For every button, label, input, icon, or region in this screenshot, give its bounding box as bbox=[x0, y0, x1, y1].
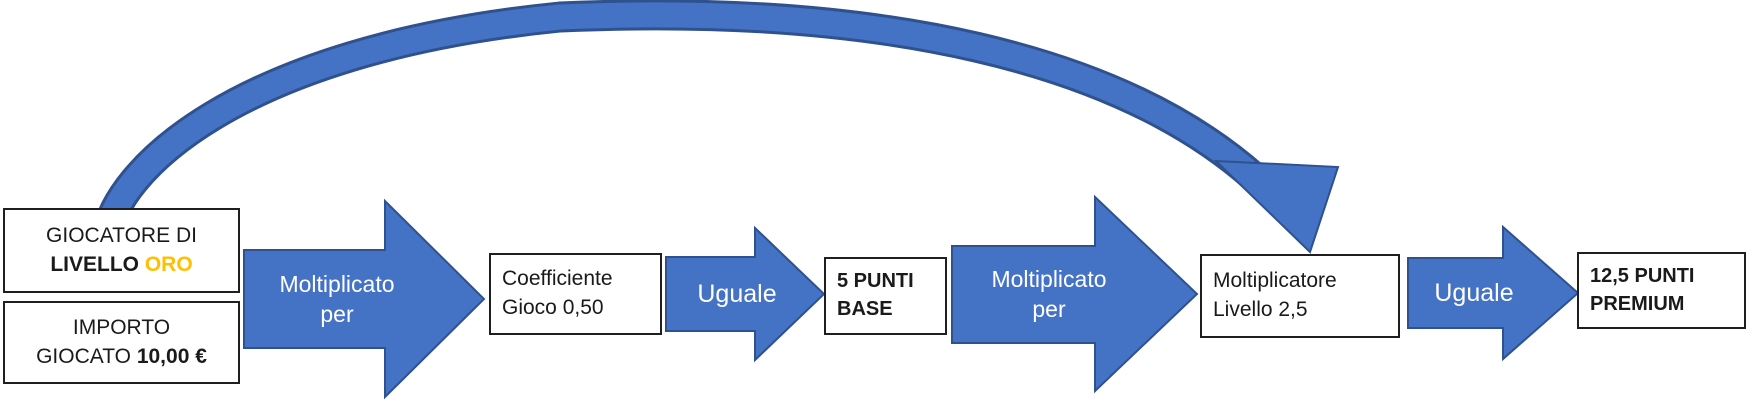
base-points-line2: BASE bbox=[837, 298, 893, 320]
amount-played-line1: IMPORTO bbox=[72, 315, 171, 339]
equals-arrow-2 bbox=[1407, 224, 1580, 362]
level-bonus-curved-arrow-fill bbox=[94, 2, 1264, 238]
premium-points-box: 12,5 PUNTI PREMIUM bbox=[1577, 252, 1746, 329]
level-multiplier-line2: Livello 2,5 bbox=[1213, 298, 1308, 321]
amount-played-line2: GIOCATO 10,00 € bbox=[36, 343, 207, 372]
player-level-box: GIOCATORE DI LIVELLO ORO bbox=[3, 208, 240, 293]
amount-played-label: GIOCATO bbox=[36, 344, 131, 368]
multiply-arrow-2 bbox=[951, 194, 1199, 394]
base-points-box: 5 PUNTI BASE bbox=[824, 257, 947, 335]
base-points-line1: 5 PUNTI bbox=[837, 270, 914, 293]
equals-arrow-1 bbox=[665, 225, 826, 363]
premium-points-line2: PREMIUM bbox=[1590, 292, 1685, 315]
player-level-value: ORO bbox=[144, 252, 193, 276]
premium-points-line1: 12,5 PUNTI bbox=[1590, 264, 1695, 287]
player-level-label: LIVELLO bbox=[50, 252, 139, 276]
player-level-line1: GIOCATORE DI bbox=[46, 223, 197, 247]
game-coefficient-line1: Coefficiente bbox=[502, 267, 613, 291]
curved-arrow-head-icon bbox=[1213, 159, 1340, 254]
level-multiplier-line1: Moltiplicatore bbox=[1213, 269, 1337, 293]
player-level-line2: LIVELLO ORO bbox=[50, 251, 192, 280]
level-bonus-curved-arrow bbox=[91, 0, 1266, 238]
game-coefficient-box: Coefficiente Gioco 0,50 bbox=[489, 253, 662, 335]
level-multiplier-box: Moltiplicatore Livello 2,5 bbox=[1200, 254, 1400, 338]
game-coefficient-line2: Gioco 0,50 bbox=[502, 296, 604, 319]
amount-played-box: IMPORTO GIOCATO 10,00 € bbox=[3, 301, 240, 384]
multiply-arrow-1 bbox=[243, 198, 486, 400]
amount-played-value: 10,00 € bbox=[136, 344, 207, 368]
